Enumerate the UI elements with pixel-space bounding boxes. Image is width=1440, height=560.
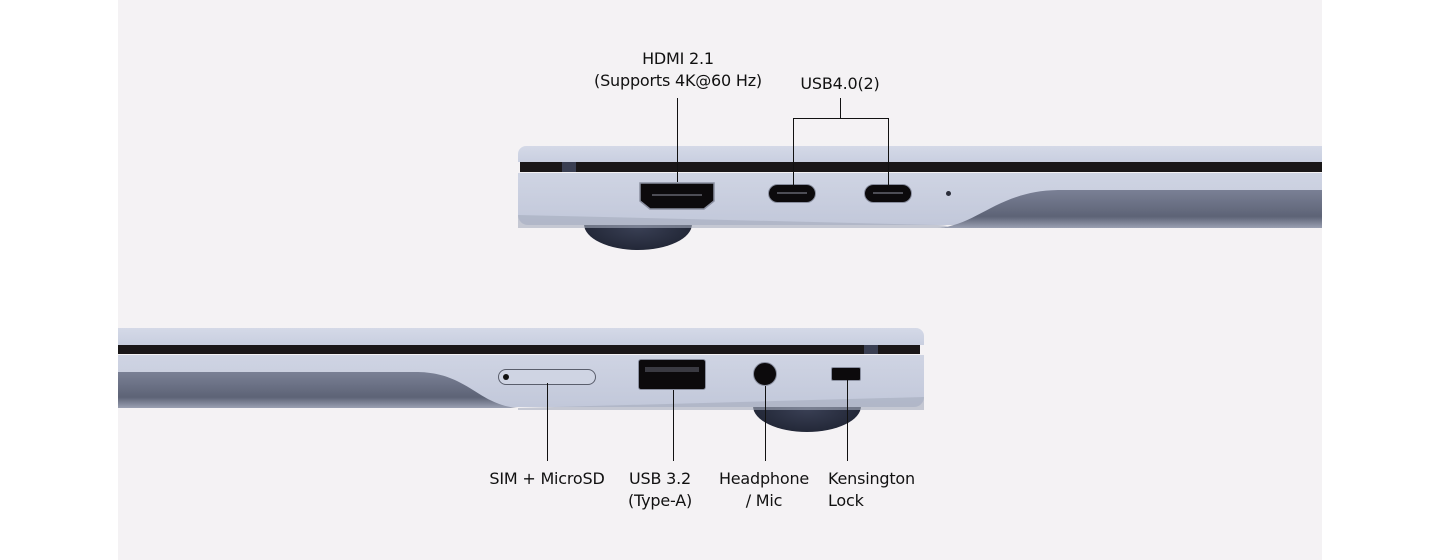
hinge-notch (562, 162, 576, 172)
ports-diagram-panel: HDMI 2.1 (Supports 4K@60 Hz) USB4.0(2) (118, 0, 1322, 560)
sim-callout-line (547, 383, 548, 461)
usb-c-port-icon (864, 184, 912, 203)
eject-hole-icon (503, 374, 509, 380)
hdmi-port-icon (639, 182, 715, 210)
headphone-jack-icon (753, 362, 777, 386)
sim-microsd-label: SIM + MicroSD (489, 469, 605, 488)
usb4-callout-left (793, 118, 794, 186)
hdmi-callout-line (677, 98, 678, 182)
kensington-callout-line (847, 380, 848, 461)
hinge-gap (520, 162, 1322, 172)
lid (518, 146, 1322, 162)
laptop-left-side-view (118, 328, 924, 438)
kensington-lock-slot-icon (831, 367, 861, 381)
usb-a-callout-line (673, 390, 674, 461)
base-shadow-curve (518, 190, 1322, 228)
usb4-label: USB4.0(2) (800, 74, 880, 93)
status-led-icon (946, 191, 951, 196)
base-shadow-curve (118, 372, 924, 410)
headphone-mic-label: Headphone / Mic (718, 469, 810, 510)
hinge-notch (864, 345, 878, 354)
usb4-callout-bracket (793, 118, 889, 119)
usb-a-label: USB 3.2 (Type-A) (627, 469, 692, 510)
laptop-right-side-view (518, 146, 1322, 256)
headphone-callout-line (765, 386, 766, 461)
lid (118, 328, 924, 345)
usb-a-port-icon (638, 359, 706, 390)
kensington-lock-label: Kensington Lock (828, 469, 915, 510)
usb4-callout-stem (840, 98, 841, 118)
hinge-gap (118, 345, 920, 354)
usb4-callout-right (888, 118, 889, 186)
usb-c-port-icon (768, 184, 816, 203)
hdmi-label: HDMI 2.1 (Supports 4K@60 Hz) (594, 49, 762, 90)
